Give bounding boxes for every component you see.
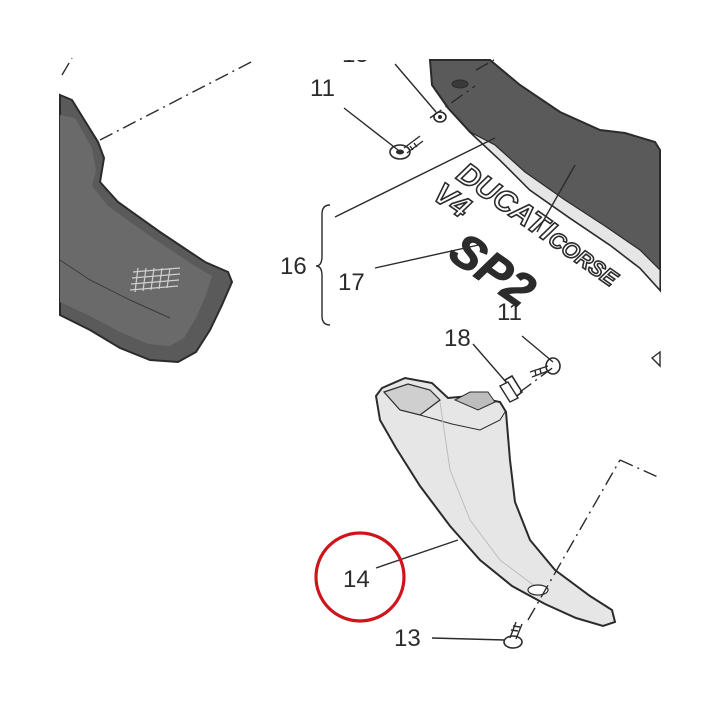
- leader-lines: [315, 63, 576, 641]
- screw-13-icon: [503, 621, 523, 649]
- callout-11-right: 11: [497, 299, 522, 326]
- top-crop-mask: [330, 40, 390, 60]
- callout-17: 17: [338, 269, 365, 296]
- callout-18: 18: [444, 325, 471, 352]
- highlight-circle-14: [314, 531, 406, 623]
- callout-13: 13: [394, 625, 421, 652]
- callout-11-top: 11: [310, 75, 335, 102]
- upper-fairing: [428, 59, 661, 293]
- assembly-axis-lines: [61, 57, 661, 621]
- lower-fairing-part-14: [374, 376, 617, 628]
- screw-far-right-icon: [650, 350, 661, 368]
- panel-logo-icon: [129, 267, 181, 293]
- washer-15-icon: [433, 111, 447, 123]
- callout-14: 14: [343, 566, 370, 593]
- callout-16: 16: [280, 253, 307, 280]
- left-side-panel: [59, 93, 234, 364]
- clip-18-icon: [498, 374, 524, 403]
